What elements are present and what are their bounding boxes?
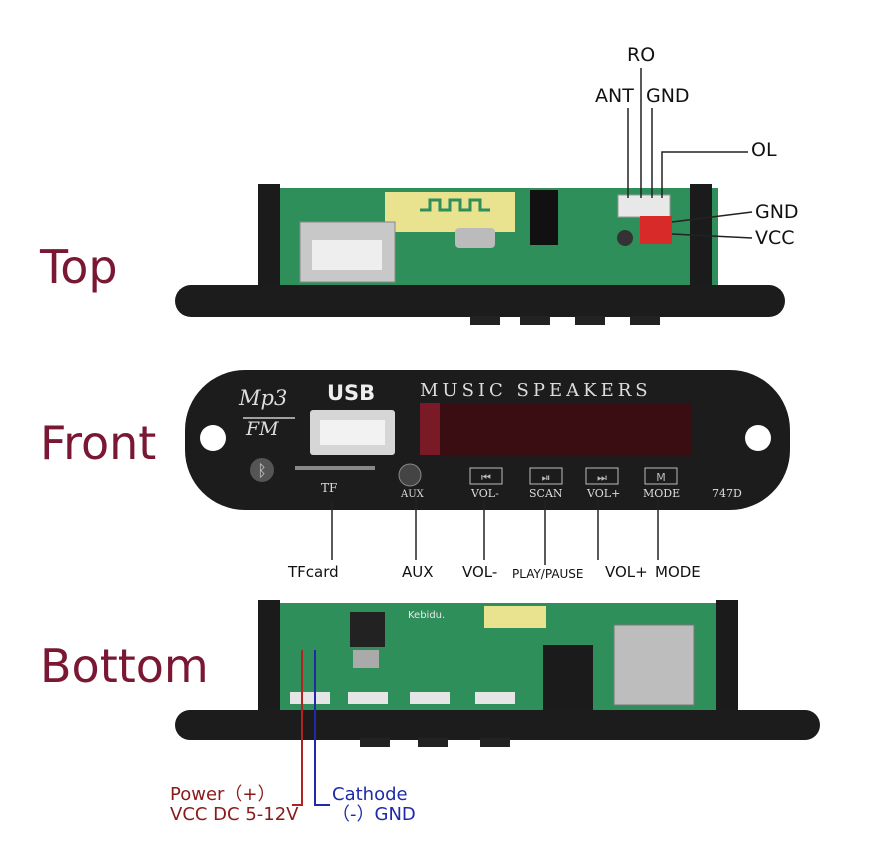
mount-hole-right bbox=[745, 425, 771, 451]
power-line-1: Power（+） bbox=[170, 784, 276, 805]
usb-label: USB bbox=[327, 381, 376, 405]
bottom-module bbox=[175, 600, 820, 747]
pin-label-gnd: GND bbox=[755, 201, 799, 223]
crystal bbox=[455, 228, 495, 248]
callout-tfcard: TFcard bbox=[288, 563, 339, 581]
bluetooth-icon bbox=[250, 458, 274, 482]
front-leaders bbox=[331, 490, 659, 565]
callout-vol-plus: VOL+ bbox=[605, 563, 648, 581]
svg-text:⏯: ⏯ bbox=[542, 471, 551, 484]
cathode-line-1: Cathode bbox=[332, 784, 408, 805]
top-module bbox=[175, 184, 785, 325]
tf-card-socket bbox=[613, 624, 695, 706]
regulator bbox=[350, 612, 385, 647]
svg-text:M: M bbox=[656, 471, 666, 484]
pin-label-ant: ANT bbox=[595, 85, 634, 107]
antenna-connector bbox=[617, 194, 671, 218]
play-pause-button-icon bbox=[529, 467, 563, 485]
callout-play-pause: PLAY/PAUSE bbox=[512, 567, 584, 581]
front-panel: ᛒ ⏮ ⏯ ⏭ M bbox=[185, 370, 790, 510]
top-pin-leaders bbox=[627, 68, 753, 239]
top-faceplate bbox=[175, 285, 785, 317]
bt-antenna-bottom bbox=[484, 606, 546, 628]
pin-label-gnd-top: GND bbox=[646, 85, 690, 107]
bottom-faceplate bbox=[175, 710, 820, 740]
capacitor bbox=[617, 230, 633, 246]
vol-plus-panel-label: VOL+ bbox=[587, 487, 621, 500]
power-wire bbox=[292, 650, 303, 806]
pin-label-ro: RO bbox=[627, 44, 656, 66]
bt-antenna bbox=[385, 192, 515, 232]
mode-panel-label: MODE bbox=[643, 487, 681, 500]
model-number: 747D bbox=[712, 487, 742, 500]
power-line-2: VCC DC 5-12V bbox=[170, 803, 299, 825]
pin-label-vcc: VCC bbox=[755, 227, 795, 249]
prev-button-icon bbox=[469, 467, 503, 485]
logo-fm: FM bbox=[246, 418, 279, 440]
view-label-front: Front bbox=[40, 416, 157, 470]
led-display bbox=[420, 403, 692, 455]
power-connector bbox=[640, 216, 672, 244]
tf-label: TF bbox=[321, 481, 338, 495]
logo-mp3: Mp3 bbox=[239, 386, 288, 410]
pin-label-ol: OL bbox=[751, 139, 777, 161]
next-button-icon bbox=[585, 467, 619, 485]
vol-minus-panel-label: VOL- bbox=[471, 487, 499, 500]
ic-bottom bbox=[543, 645, 593, 710]
mode-button-icon bbox=[644, 467, 678, 485]
music-speakers-label: MUSIC SPEAKERS bbox=[420, 380, 652, 401]
svg-text:⏮: ⏮ bbox=[481, 471, 491, 484]
cathode-label: Cathode （-）GND bbox=[332, 785, 416, 825]
svg-text:ᛒ: ᛒ bbox=[257, 461, 267, 480]
cathode-line-2: （-）GND bbox=[332, 803, 416, 825]
aux-panel-label: AUX bbox=[401, 489, 424, 500]
view-label-bottom: Bottom bbox=[40, 639, 209, 693]
callout-vol-minus: VOL- bbox=[462, 563, 498, 581]
scan-panel-label: SCAN bbox=[529, 487, 563, 500]
ic-chip bbox=[530, 190, 558, 245]
callout-aux: AUX bbox=[402, 563, 434, 581]
mount-hole-left bbox=[200, 425, 226, 451]
left-post bbox=[258, 184, 280, 288]
power-label: Power（+） VCC DC 5-12V bbox=[170, 785, 299, 825]
board-brand: Kebidu. bbox=[408, 610, 446, 621]
callout-mode: MODE bbox=[655, 563, 701, 581]
tf-slot bbox=[295, 466, 375, 470]
view-label-top: Top bbox=[40, 240, 118, 294]
ground-wire bbox=[314, 650, 330, 806]
svg-text:⏭: ⏭ bbox=[597, 471, 607, 484]
aux-jack bbox=[398, 463, 422, 487]
